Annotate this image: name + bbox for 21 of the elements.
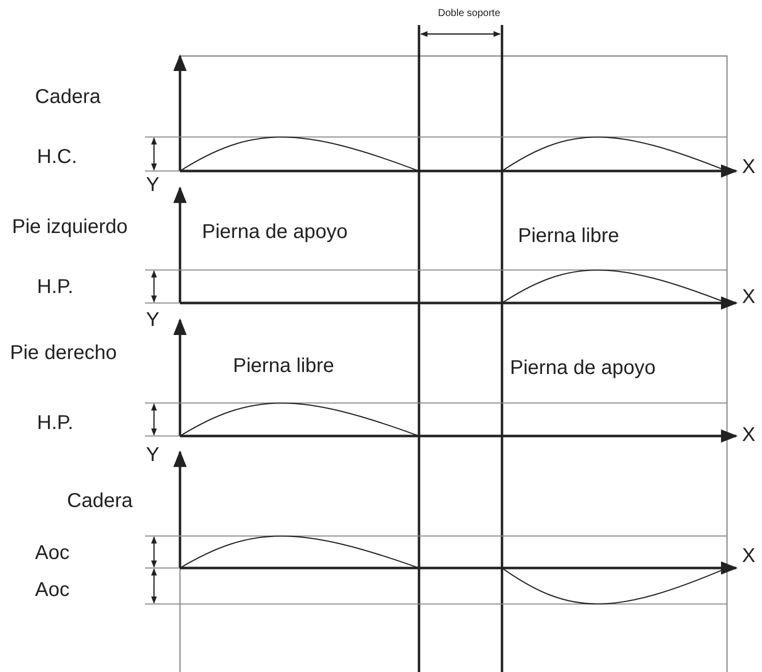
axis-label: H.P. (37, 413, 74, 433)
axis-label: Y (146, 310, 160, 330)
phase-label: Pierna libre (518, 226, 620, 246)
axis-label: X (742, 287, 756, 307)
axis-label: X (742, 546, 756, 566)
row-label: Cadera (35, 87, 101, 107)
phase-label: Pierna de apoyo (202, 222, 348, 242)
row-label: Cadera (67, 491, 133, 511)
axis-label: Y (146, 175, 160, 195)
axis-label: H.C. (37, 147, 77, 167)
phase-label: Pierna libre (233, 356, 334, 376)
axis-label: Aoc (35, 580, 70, 600)
row-label: Pie derecho (10, 343, 117, 363)
axis-label: H.P. (37, 277, 74, 297)
axis-label: Aoc (35, 543, 70, 563)
axis-label: X (742, 425, 756, 445)
row-label: Pie izquierdo (12, 217, 128, 237)
dimension-label: Doble soporte (438, 9, 500, 19)
axis-label: Y (146, 445, 160, 465)
axis-label: X (742, 157, 756, 177)
phase-label: Pierna de apoyo (510, 358, 656, 378)
